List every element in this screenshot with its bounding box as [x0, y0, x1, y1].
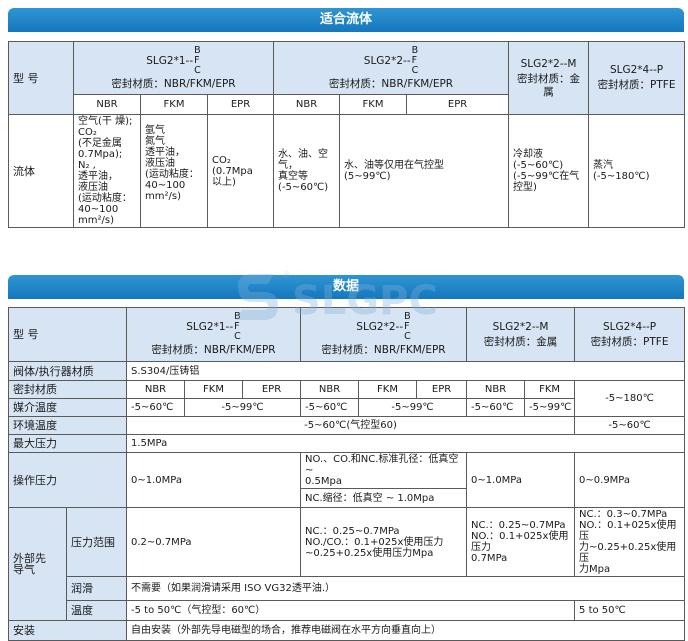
fluid-label: 流体	[8, 114, 74, 228]
seal-nbr: NBR	[300, 380, 360, 399]
operating-pressure-label: 操作压力	[8, 452, 127, 508]
media-temp-m3-nbr: -5~60℃	[466, 398, 526, 417]
seal-material-label: 密封材质	[8, 380, 127, 399]
material-nbr: NBR	[273, 94, 341, 115]
media-temp-label: 媒介温度	[8, 398, 127, 417]
lubrication-value: 不需要（如果润滑请采用 ISO VG32透平油.）	[125, 576, 686, 601]
material-epr: EPR	[406, 94, 510, 115]
pilot-air-label: 外部先导气	[8, 507, 67, 621]
pressure-range-m1: 0.2~0.7MPa	[125, 507, 302, 577]
max-pressure-value: 1.5MPa	[125, 434, 686, 453]
slgpc-s-mark-icon	[236, 274, 278, 320]
ambient-temp-label: 环境温度	[8, 416, 127, 435]
operating-pressure-m1: 0~1.0MPa	[125, 452, 302, 508]
type-label: 型 号	[8, 307, 127, 362]
slgpc-watermark-logo: SLGPC ®	[236, 271, 438, 324]
max-pressure-label: 最大压力	[8, 434, 127, 453]
media-temp-m3-fkm: -5~99℃	[524, 398, 576, 417]
temperature-value: -5 to 50℃（气控型：60℃）	[125, 600, 576, 621]
watermark-text: SLGPC	[292, 278, 438, 324]
operating-pressure-m4: 0~0.9MPa	[574, 452, 686, 508]
seal-epr: EPR	[416, 380, 468, 399]
seal-fkm: FKM	[184, 380, 243, 399]
seal-fkm: FKM	[358, 380, 418, 399]
material-fkm: FKM	[339, 94, 408, 115]
pressure-range-label: 压力范围	[66, 507, 127, 577]
body-material-value: S.S304/压铸铝	[125, 361, 686, 381]
ambient-temp-m4: -5~60℃	[574, 416, 686, 435]
installation-value: 自由安装（外部先导电磁型的场合，推荐电磁阀在水平方向垂直向上）	[125, 620, 686, 641]
media-temp-m4: -5~180℃	[574, 380, 686, 417]
seal-fkm: FKM	[524, 380, 576, 399]
operating-pressure-m2-standard: NO.、CO.和NC.标准孔径：低真空~0.5Mpa	[300, 452, 468, 489]
seal-epr: EPR	[241, 380, 302, 399]
section2-title: 数据	[8, 275, 684, 299]
fluid-m4: 蒸汽(-5~180℃)	[588, 114, 686, 228]
fluid-m3: 冷却液(-5~60℃)(-5~99℃在气控型)	[508, 114, 590, 228]
media-temp-m2-fkm-epr: -5~99℃	[358, 398, 468, 417]
lubrication-label: 润滑	[66, 576, 127, 601]
operating-pressure-m3: 0~1.0MPa	[466, 452, 576, 508]
media-temp-m1-fkm-epr: -5~99℃	[183, 398, 302, 417]
ambient-temp-value: -5~60℃(气控型60)	[125, 416, 576, 435]
type-label: 型 号	[8, 41, 74, 115]
media-temp-m1-nbr: -5~60℃	[126, 398, 185, 417]
seal-nbr: NBR	[126, 380, 185, 399]
fluid-m2-fkm-epr: 水、油等仅用在气控型(5~99℃)	[339, 114, 510, 228]
fluid-m2-nbr: 水、油、空气，真空等(-5~60℃)	[273, 114, 341, 228]
operating-pressure-m2-reduced: NC.缩径：低真空 ~ 1.0Mpa	[300, 488, 468, 508]
section1-title: 适合流体	[8, 8, 684, 32]
media-temp-m2-nbr: -5~60℃	[300, 398, 360, 417]
temperature-m4: 5 to 50℃	[574, 600, 686, 621]
seal-nbr: NBR	[466, 380, 526, 399]
material-epr: EPR	[206, 94, 275, 115]
temperature-label: 温度	[66, 600, 127, 621]
material-nbr: NBR	[73, 94, 141, 115]
installation-label: 安装	[8, 620, 127, 641]
material-fkm: FKM	[140, 94, 208, 115]
body-material-label: 阀体/执行器材质	[8, 361, 127, 381]
registered-mark: ®	[282, 271, 291, 281]
